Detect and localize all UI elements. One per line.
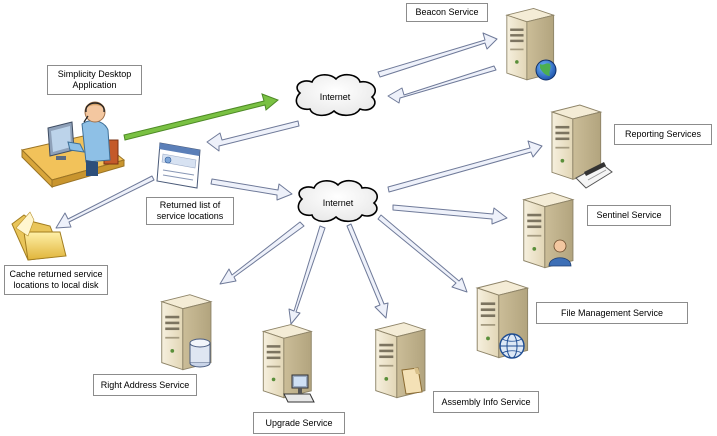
beacon-service-text: Beacon Service [415, 7, 479, 17]
folder-icon [11, 211, 67, 261]
arrow-internet-to-returned-list [206, 120, 300, 152]
beacon-service-label: Beacon Service [406, 3, 488, 22]
right-address-server-icon [161, 294, 212, 371]
arrow-internet-to-right-address [219, 221, 305, 285]
upgrade-service-text: Upgrade Service [265, 417, 333, 428]
computer-icon [283, 374, 315, 403]
user-at-desk-icon [21, 101, 126, 189]
reporting-server-icon [551, 104, 613, 189]
cache-line1: Cache returned service [9, 269, 103, 279]
arrow-internet-to-upgrade [288, 225, 326, 325]
upgrade-server-icon [262, 323, 315, 403]
beacon-server-icon [506, 7, 557, 81]
printer-icon [575, 162, 613, 189]
arrow-desktop-to-internet [123, 93, 279, 141]
simplicity-line2: Application [72, 80, 117, 90]
file-management-label: File Management Service [536, 302, 688, 324]
reporting-services-text: Reporting Services [624, 129, 702, 139]
assembly-info-text: Assembly Info Service [441, 396, 531, 407]
internet-cloud-top [295, 73, 376, 117]
arrow-internet-to-sentinel [392, 204, 508, 225]
arrow-internet-to-file-management [377, 214, 468, 293]
simplicity-desktop-label: Simplicity Desktop Application [47, 65, 142, 95]
document-window-icon [156, 142, 201, 189]
database-icon [189, 338, 211, 368]
sentinel-service-text: Sentinel Service [596, 210, 662, 220]
internet-top-label: Internet [320, 92, 351, 102]
arrow-doc-to-internet [210, 178, 293, 201]
assembly-info-server-icon [375, 322, 426, 399]
returned-line1: Returned list of [159, 200, 221, 210]
cache-label: Cache returned service locations to loca… [4, 265, 108, 295]
upgrade-service-label: Upgrade Service [253, 412, 345, 434]
cache-line2: locations to local disk [13, 280, 99, 290]
right-address-label: Right Address Service [93, 374, 197, 396]
simplicity-line1: Simplicity Desktop [57, 69, 132, 79]
right-address-text: Right Address Service [100, 379, 190, 390]
arrow-internet-to-beacon [377, 32, 498, 78]
file-management-text: File Management Service [560, 307, 664, 318]
sentinel-service-label: Sentinel Service [587, 205, 671, 226]
assembly-info-label: Assembly Info Service [433, 391, 539, 413]
returned-line2: service locations [156, 211, 224, 221]
reporting-services-label: Reporting Services [614, 124, 712, 145]
returned-list-label: Returned list of service locations [146, 197, 234, 225]
arrow-doc-to-folder [55, 175, 155, 229]
arrow-internet-to-assembly [346, 223, 389, 319]
document-icon [401, 367, 423, 395]
internet-cloud-mid [297, 179, 378, 223]
user-avatar-icon [548, 239, 572, 267]
sentinel-server-icon [523, 192, 574, 269]
arrow-internet-to-reporting [387, 140, 543, 193]
arrow-beacon-to-internet [387, 65, 497, 104]
globe-icon [535, 59, 557, 81]
network-globe-icon [499, 333, 525, 359]
internet-mid-label: Internet [323, 198, 354, 208]
arrow-group [55, 32, 543, 325]
file-management-server-icon [476, 280, 529, 359]
